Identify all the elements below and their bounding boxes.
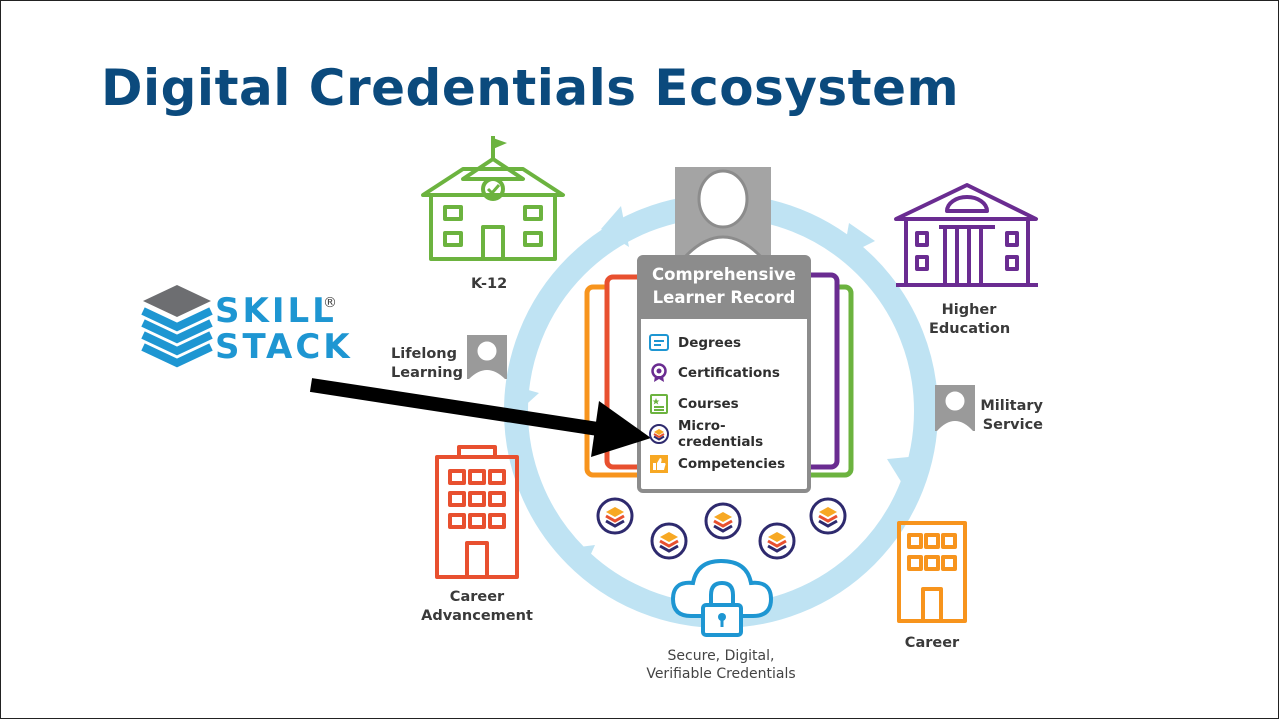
pointer-arrow [309,378,651,457]
degree-icon [649,334,669,351]
office-building-icon [897,521,967,623]
record-title-line2: Learner Record [652,288,796,307]
label-military-service: Military Service [979,397,1043,435]
record-item-micro-credentials: Micro-credentials [649,418,809,450]
record-card-title: Comprehensive Learner Record [641,263,807,309]
course-icon [650,394,668,414]
label-secure-line1: Secure, Digital, [667,648,775,664]
record-item-degrees: Degrees [649,331,809,355]
label-lifelong-line1: Lifelong [391,346,457,362]
thumbs-up-icon [650,455,668,473]
label-career: Career [904,635,960,651]
person-icon-military [935,385,975,431]
record-item-label: Certifications [678,365,780,381]
slide-title: Digital Credentials Ecosystem [101,59,960,117]
record-item-label: Courses [678,396,739,412]
person-icon-lifelong [467,335,507,379]
label-military-line1: Military [980,398,1043,414]
label-secure-credentials: Secure, Digital, Verifiable Credentials [631,647,811,683]
credential-badges [596,497,847,560]
label-higher-education-line1: Higher [941,302,997,318]
university-building-icon [894,183,1038,287]
record-item-label: Micro-credentials [678,418,764,450]
record-item-label: Competencies [678,456,786,472]
certification-ribbon-icon [651,363,667,382]
secure-cloud-lock-icon [670,558,774,637]
record-item-competencies: Competencies [649,452,809,476]
label-career-adv-line1: Career [449,589,505,605]
label-higher-education: Higher Education [929,301,1011,339]
record-item-certifications: Certifications [649,361,809,385]
k12-school-icon [421,136,565,261]
office-tower-icon [435,445,519,579]
learner-person-icon [675,167,771,261]
label-higher-education-line2: Education [929,321,1011,337]
label-lifelong-line2: Learning [391,365,464,381]
record-title-line1: Comprehensive [652,265,796,284]
label-k12: K-12 [471,276,508,292]
label-military-line2: Service [982,417,1043,433]
learner-record-card [637,255,811,493]
label-career-advancement: Career Advancement [421,588,533,626]
record-item-courses: Courses [649,392,809,416]
record-item-label: Degrees [678,335,742,351]
label-secure-line2: Verifiable Credentials [646,666,796,682]
label-lifelong-learning: Lifelong Learning [391,345,463,383]
label-career-adv-line2: Advancement [421,608,533,624]
micro-credential-icon [649,424,669,444]
